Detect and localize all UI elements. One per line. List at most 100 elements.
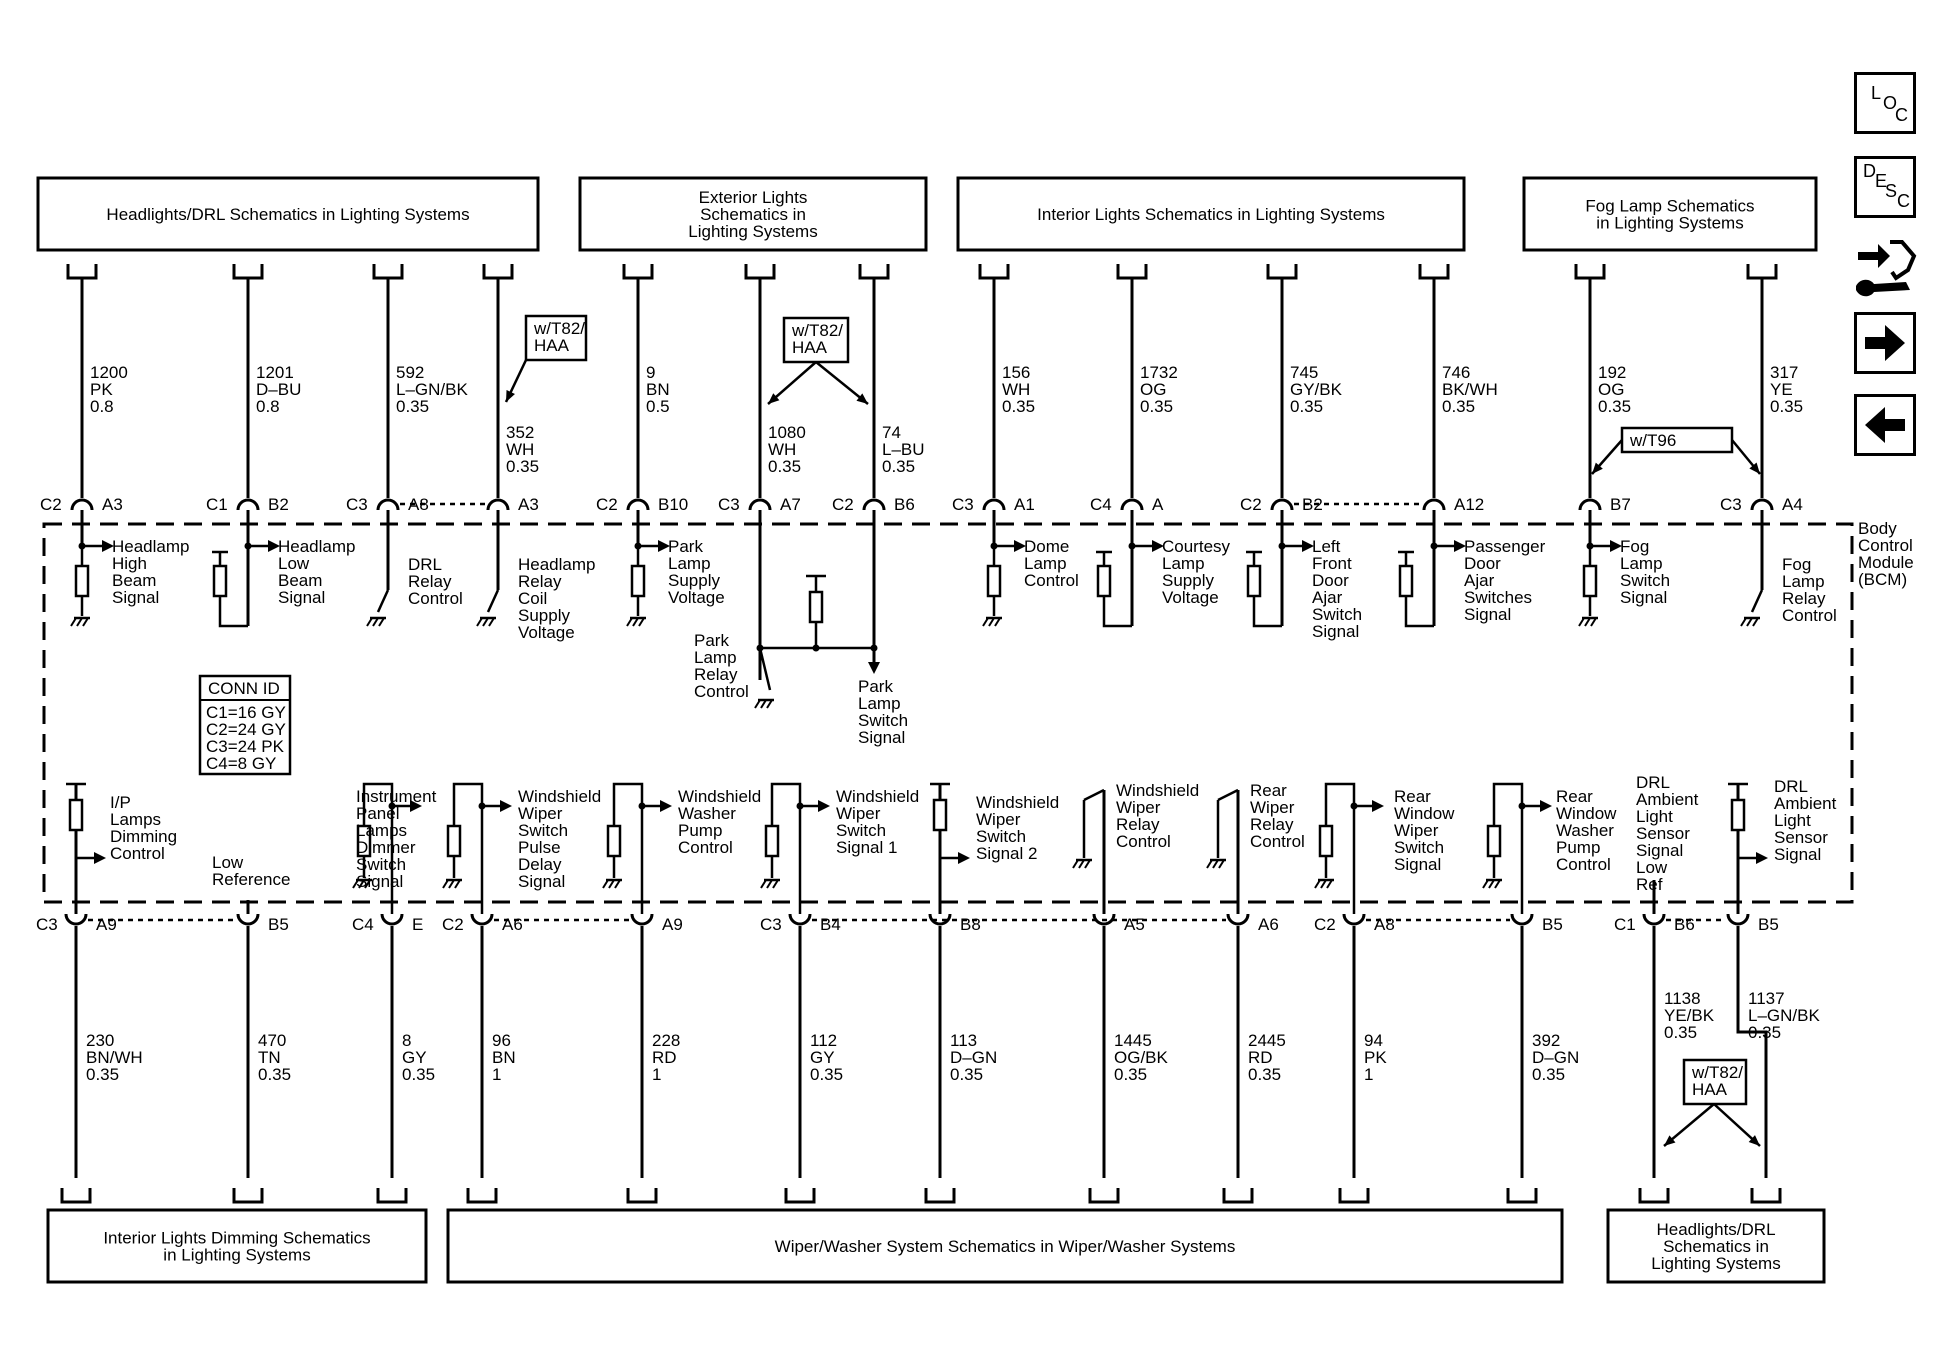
signal-label: Delay bbox=[518, 855, 562, 874]
arrow-icon bbox=[1302, 540, 1314, 552]
circuit-number: 192 bbox=[1598, 363, 1626, 382]
wire bbox=[770, 782, 802, 914]
junction bbox=[1518, 802, 1526, 810]
signal-label: Signal bbox=[112, 588, 159, 607]
signal-label: Washer bbox=[678, 804, 736, 823]
signal-label: Dimmer bbox=[356, 838, 416, 857]
connector-id: C2 bbox=[1314, 915, 1336, 934]
pin-cup bbox=[1120, 498, 1144, 511]
signal-label: Low bbox=[278, 554, 310, 573]
pin-cup bbox=[788, 913, 812, 926]
signal-label: Wiper bbox=[1250, 798, 1295, 817]
signal-label: Pump bbox=[1556, 838, 1600, 857]
bcm-outline bbox=[42, 522, 1854, 904]
signal-label: Window bbox=[1394, 804, 1455, 823]
wire-color: TN bbox=[258, 1048, 281, 1067]
resistor-icon bbox=[932, 798, 948, 832]
connector-id: C4 bbox=[1090, 495, 1112, 514]
ground-tick bbox=[70, 617, 77, 627]
prev-page-button[interactable] bbox=[1854, 394, 1916, 456]
pin-cup bbox=[1092, 913, 1116, 926]
signal-label: DRL bbox=[1774, 777, 1808, 796]
ground-tick bbox=[614, 879, 621, 889]
circuit-number: 112 bbox=[810, 1031, 837, 1050]
bottom-box-text: Interior Lights Dimming Schematics bbox=[103, 1229, 370, 1248]
signal-label: Low bbox=[212, 853, 244, 872]
ground-tick bbox=[1488, 879, 1495, 889]
ground-tick bbox=[766, 879, 773, 889]
terminal bbox=[232, 1188, 264, 1204]
junction bbox=[388, 802, 396, 810]
option-tag-text: HAA bbox=[792, 338, 828, 357]
arrow-icon bbox=[500, 800, 512, 812]
pin-cup bbox=[1342, 913, 1366, 926]
arrow-head-icon bbox=[1749, 462, 1760, 474]
signal-label: Lamps bbox=[110, 810, 161, 829]
signal-label: Ajar bbox=[1464, 571, 1495, 590]
wire-size: 0.35 bbox=[1002, 397, 1035, 416]
ground-tick bbox=[994, 617, 1001, 627]
signal-label: Signal bbox=[858, 728, 905, 747]
arrow-icon bbox=[1540, 800, 1552, 812]
ground-tick bbox=[448, 879, 455, 889]
signal-label: Lamp bbox=[1024, 554, 1067, 573]
wire-size: 0.35 bbox=[1598, 397, 1631, 416]
circuit-number: 1201 bbox=[256, 363, 294, 382]
wire-color: BN/WH bbox=[86, 1048, 143, 1067]
pin-id: A4 bbox=[1782, 495, 1803, 514]
wire-size: 0.35 bbox=[1290, 397, 1323, 416]
circuit-number: 96 bbox=[492, 1031, 511, 1050]
loc-button[interactable]: L O C bbox=[1854, 72, 1916, 134]
wire-size: 1 bbox=[652, 1065, 661, 1084]
signal-label: Low bbox=[1636, 858, 1668, 877]
signal-label: Light bbox=[1636, 807, 1673, 826]
signal-label: Windshield bbox=[836, 787, 919, 806]
circuit-number: 228 bbox=[652, 1031, 680, 1050]
signal-label: Relay bbox=[1250, 815, 1294, 834]
signal-label: Dimming bbox=[110, 827, 177, 846]
terminal bbox=[784, 1188, 816, 1204]
desc-letter-c: C bbox=[1897, 191, 1910, 211]
signal-label: Ref bbox=[1636, 875, 1663, 894]
connector-view-icon[interactable] bbox=[1852, 234, 1920, 302]
arrow-icon bbox=[660, 800, 672, 812]
wire-size: 0.35 bbox=[1442, 397, 1475, 416]
pin-cup bbox=[1422, 498, 1446, 511]
signal-label: Passenger bbox=[1464, 537, 1546, 556]
ground-tick bbox=[364, 879, 371, 889]
connector-id: C2 bbox=[832, 495, 854, 514]
signal-label: Signal bbox=[1620, 588, 1667, 607]
junction bbox=[638, 802, 646, 810]
ground-tick bbox=[602, 879, 609, 889]
signal-label: Signal bbox=[278, 588, 325, 607]
signal-label: Sensor bbox=[1636, 824, 1690, 843]
junction bbox=[1350, 802, 1358, 810]
pin-id: B2 bbox=[1302, 495, 1323, 514]
switch bbox=[376, 589, 390, 613]
wire-color: WH bbox=[506, 440, 534, 459]
pin-id: B10 bbox=[658, 495, 688, 514]
pin-cup bbox=[630, 913, 654, 926]
signal-label: Supply bbox=[668, 571, 720, 590]
ground-tick bbox=[454, 879, 461, 889]
pin-cup bbox=[64, 913, 88, 926]
terminal bbox=[376, 1188, 408, 1204]
ground-tick bbox=[982, 617, 989, 627]
next-page-button[interactable] bbox=[1854, 312, 1916, 374]
signal-label: Switch bbox=[1394, 838, 1444, 857]
wire-size: 0.35 bbox=[86, 1065, 119, 1084]
desc-button[interactable]: D E S C bbox=[1854, 156, 1916, 218]
resistor-icon bbox=[1246, 564, 1262, 598]
conn-id-frame bbox=[198, 674, 292, 776]
signal-label: Pump bbox=[678, 821, 722, 840]
wire-color: GY bbox=[810, 1048, 835, 1067]
pin-cup bbox=[928, 913, 952, 926]
signal-label: Wiper bbox=[1394, 821, 1439, 840]
bottom-wire-12: B51137L–GN/BK0.35DRLAmbientLightSensorSi… bbox=[1726, 777, 1837, 1204]
pin-id: A12 bbox=[1454, 495, 1484, 514]
